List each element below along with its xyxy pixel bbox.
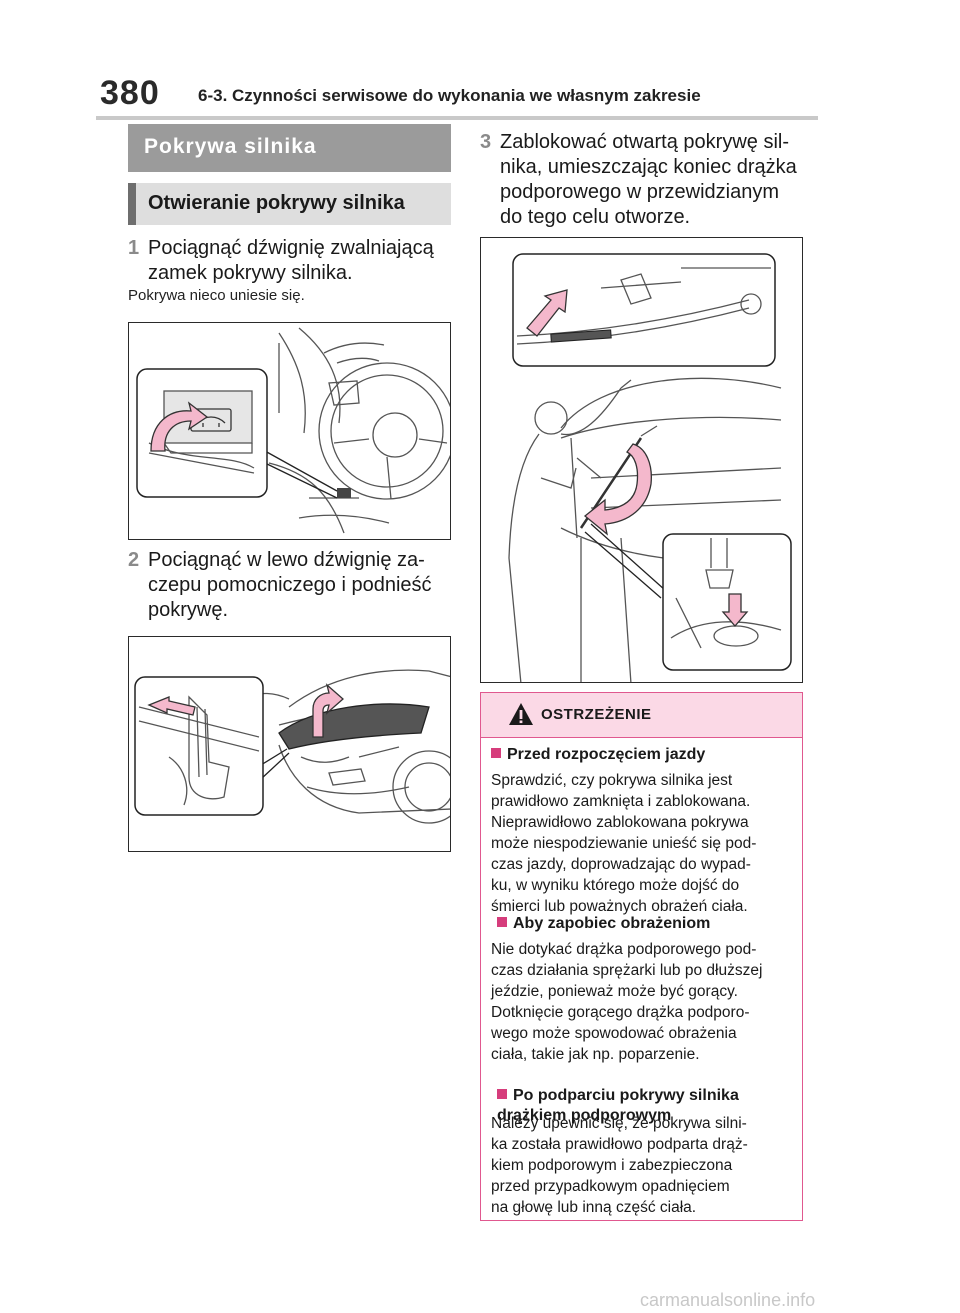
warning-heading-1: Przed rozpoczęciem jazdy (491, 745, 705, 765)
watermark: carmanualsonline.info (640, 1290, 816, 1310)
figure-auxiliary-catch-lever (128, 636, 451, 852)
warning-text-2: Nie dotykać drążka podporowego pod- czas… (491, 941, 763, 1063)
warning-triangle-icon (509, 703, 533, 725)
section-title: Pokrywa silnika (144, 135, 317, 158)
step-1-number: 1 (128, 237, 140, 259)
step-1: 1 Pociągnąć dźwignię zwalniającą zamek p… (128, 236, 458, 288)
header-divider (96, 116, 818, 120)
bullet-square-icon (497, 917, 507, 927)
step-2-number: 2 (128, 549, 140, 571)
figure-hood-release-lever (128, 322, 451, 540)
header-title: 6-3. Czynności serwisowe do wykonania we… (198, 86, 701, 105)
warning-text-3: Należy upewnić się, że pokrywa silni- ka… (491, 1115, 748, 1216)
subsection-title-bar: Otwieranie pokrywy silnika (128, 183, 451, 225)
section-title-bar: Pokrywa silnika (128, 124, 451, 172)
support-rod-illustration (508, 253, 792, 682)
hood-release-illustration (136, 327, 450, 534)
step-2-text: Pociągnąć w lewo dźwignię za- czepu pomo… (148, 549, 432, 621)
figure-support-rod (480, 237, 803, 683)
warning-title: OSTRZEŻENIE (541, 706, 652, 723)
page-number: 380 (100, 74, 160, 112)
bullet-square-icon (497, 1089, 507, 1099)
step-1-text: Pociągnąć dźwignię zwalniającą zamek pok… (148, 237, 434, 284)
warning-heading-3: Po podparciu pokrywy silnika drążkiem po… (497, 1087, 739, 1124)
step-3: 3 Zablokować otwartą pokrywę sil- nika, … (480, 130, 810, 234)
step-3-number: 3 (480, 131, 492, 153)
step-3-text: Zablokować otwartą pokrywę sil- nika, um… (500, 131, 797, 228)
warning-box: OSTRZEŻENIE Przed rozpoczęciem jazdy Spr… (480, 692, 803, 1221)
step-2: 2 Pociągnąć w lewo dźwignię za- czepu po… (128, 548, 458, 626)
step-1-note: Pokrywa nieco uniesie się. (128, 287, 305, 304)
bullet-square-icon (491, 748, 501, 758)
subsection-title: Otwieranie pokrywy silnika (148, 192, 405, 214)
warning-header: OSTRZEŻENIE (481, 693, 802, 738)
warning-heading-2: Aby zapobiec obrażeniom (497, 914, 710, 934)
auxiliary-catch-illustration (134, 669, 450, 824)
warning-text-1: Sprawdzić, czy pokrywa silnika jest praw… (491, 772, 757, 915)
